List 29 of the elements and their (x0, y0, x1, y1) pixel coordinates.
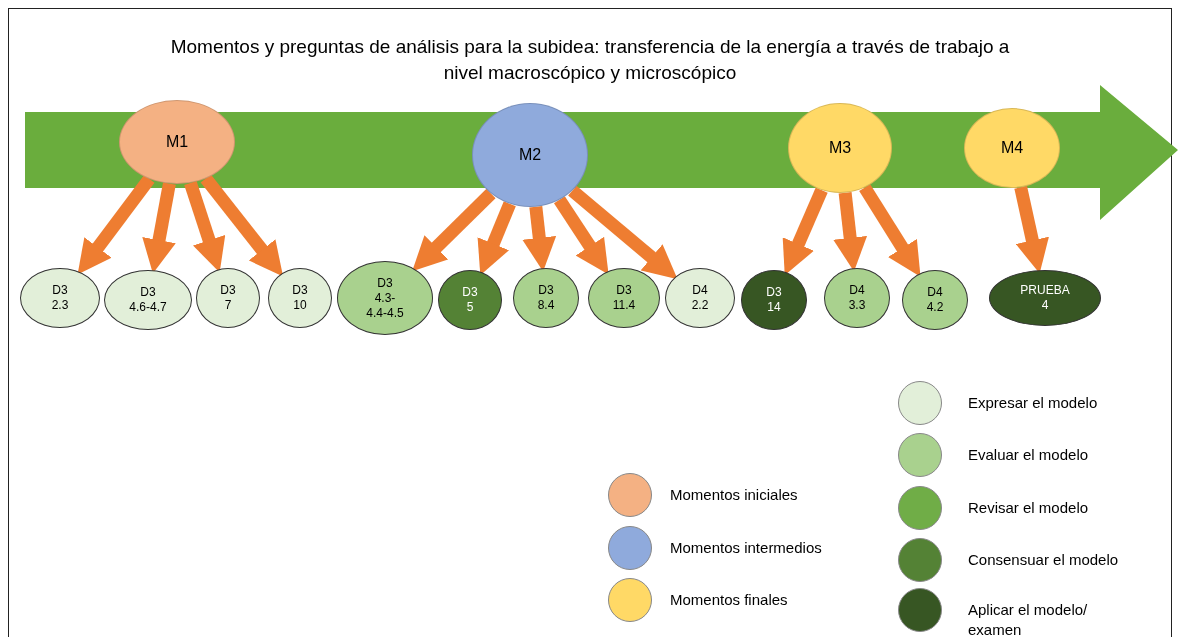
question-label: D3 4.3- 4.4-4.5 (365, 275, 405, 321)
question-label: D3 2.3 (50, 283, 70, 313)
question-label: D3 7 (219, 283, 237, 313)
title: Momentos y preguntas de análisis para la subidea: transferencia de la energía a través de trabajo a nivel macroscópico y microscópico (169, 35, 1011, 85)
question-label: D3 11.4 (611, 283, 637, 313)
moment-label: M2 (518, 145, 542, 165)
question-label: D4 4.2 (925, 285, 945, 315)
question-label: D4 2.2 (690, 283, 710, 313)
legend-label: Consensuar el modelo (968, 550, 1120, 570)
legend-label: Evaluar el modelo (968, 445, 1090, 465)
legend-label: Expresar el modelo (968, 393, 1099, 413)
question-label: D3 5 (461, 285, 479, 315)
question-label: D3 8.4 (536, 283, 556, 313)
legend-label: Momentos finales (670, 590, 788, 610)
question-label: D4 3.3 (847, 283, 867, 313)
question-label: D3 10 (291, 283, 309, 313)
question-label: D3 4.6-4.7 (128, 285, 168, 315)
question-ellipse (588, 268, 660, 328)
moment-label: M1 (165, 132, 189, 152)
question-ellipse (268, 268, 332, 328)
question-label: D3 14 (765, 285, 783, 315)
legend-label: Momentos iniciales (670, 485, 798, 505)
legend-label: Revisar el modelo (968, 498, 1090, 518)
question-label: PRUEBA 4 (1019, 283, 1071, 313)
legend-label: Momentos intermedios (670, 538, 822, 558)
moment-label: M3 (828, 138, 852, 158)
moment-label: M4 (1000, 138, 1024, 158)
question-ellipse (196, 268, 260, 328)
legend-label: Aplicar el modelo/ examen (968, 600, 1089, 637)
